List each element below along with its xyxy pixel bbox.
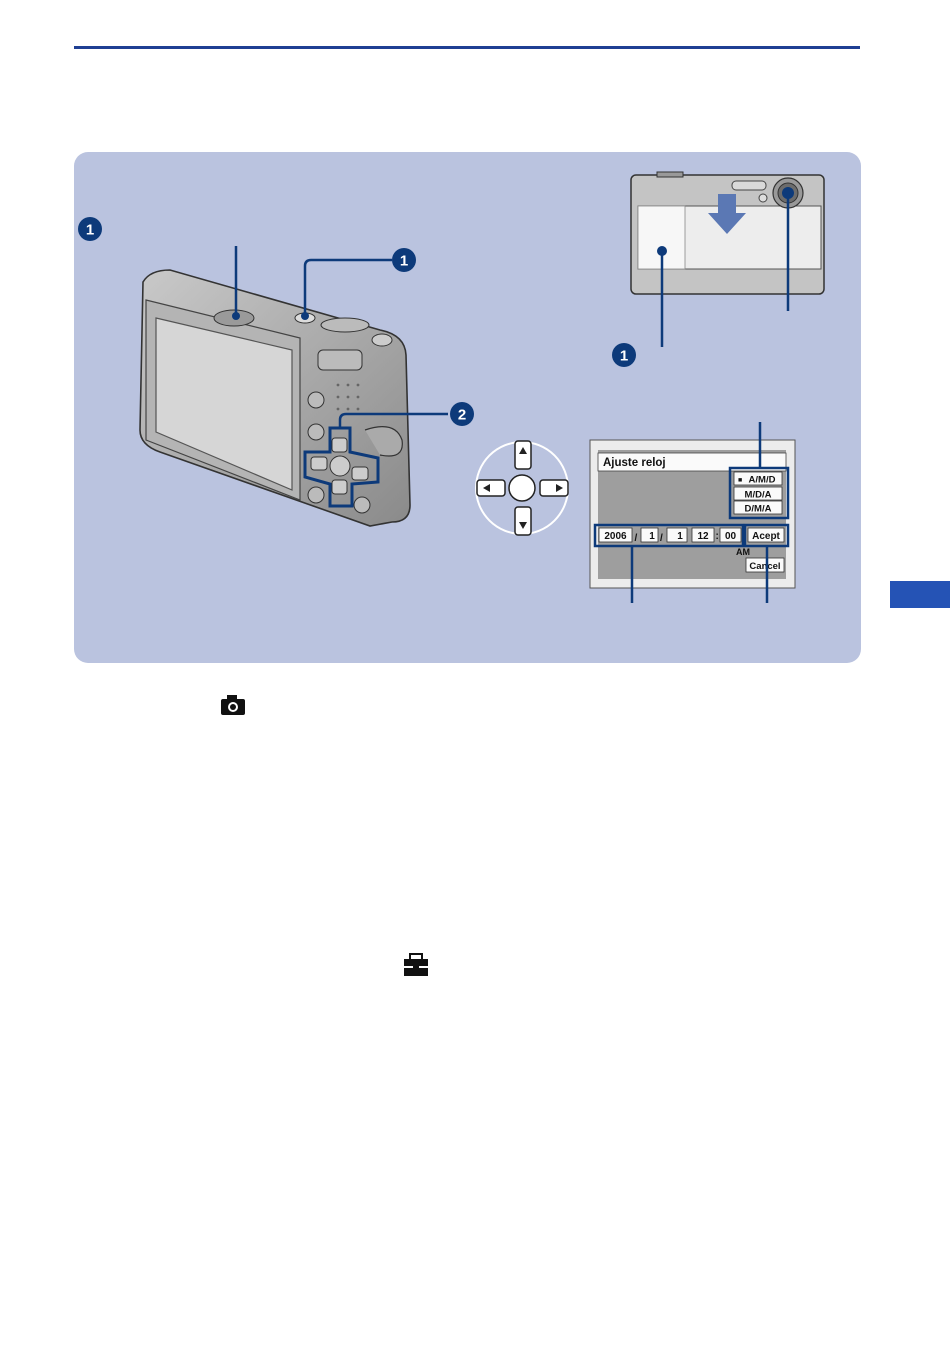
svg-text:1: 1 [400, 253, 408, 270]
date-format-option[interactable]: A/M/D [749, 475, 776, 486]
cancel-button[interactable]: Cancel [749, 561, 780, 572]
year-field[interactable]: 2006 [604, 531, 627, 542]
toolbox-icon [404, 954, 428, 976]
step-badge: 2 [450, 402, 474, 426]
selected-format-marker: ■ [738, 477, 742, 484]
screen-title: Ajuste reloj [603, 457, 666, 469]
svg-text:2: 2 [458, 407, 466, 424]
svg-text:1: 1 [620, 348, 628, 365]
svg-text:1: 1 [86, 222, 94, 239]
date-format-option[interactable]: M/D/A [745, 490, 772, 501]
day-field[interactable]: 1 [677, 531, 683, 542]
control-button-diagram [476, 441, 568, 535]
date-format-option[interactable]: D/M/A [745, 504, 772, 515]
hour-field[interactable]: 12 [697, 531, 709, 542]
minute-field[interactable]: 00 [725, 531, 737, 542]
right-arrow-icon [540, 480, 568, 496]
date-separator: / [660, 533, 663, 544]
camera-front-view [631, 172, 824, 294]
step-badge: 1 [78, 217, 102, 241]
up-arrow-icon [515, 441, 531, 469]
camera-back-view [140, 270, 410, 526]
ok-button[interactable]: Acept [752, 531, 780, 542]
down-arrow-icon [515, 507, 531, 535]
camera-icon [221, 695, 245, 715]
ampm-indicator: AM [736, 547, 750, 557]
month-field[interactable]: 1 [649, 531, 655, 542]
date-separator: / [635, 533, 638, 544]
time-separator: : [716, 531, 719, 542]
clock-setting-screen: Ajuste reloj ■ A/M/D M/D/A D/M/A 2006 / … [590, 440, 795, 588]
step-badge: 1 [612, 343, 636, 367]
left-arrow-icon [477, 480, 505, 496]
step-badge: 1 [392, 248, 416, 272]
